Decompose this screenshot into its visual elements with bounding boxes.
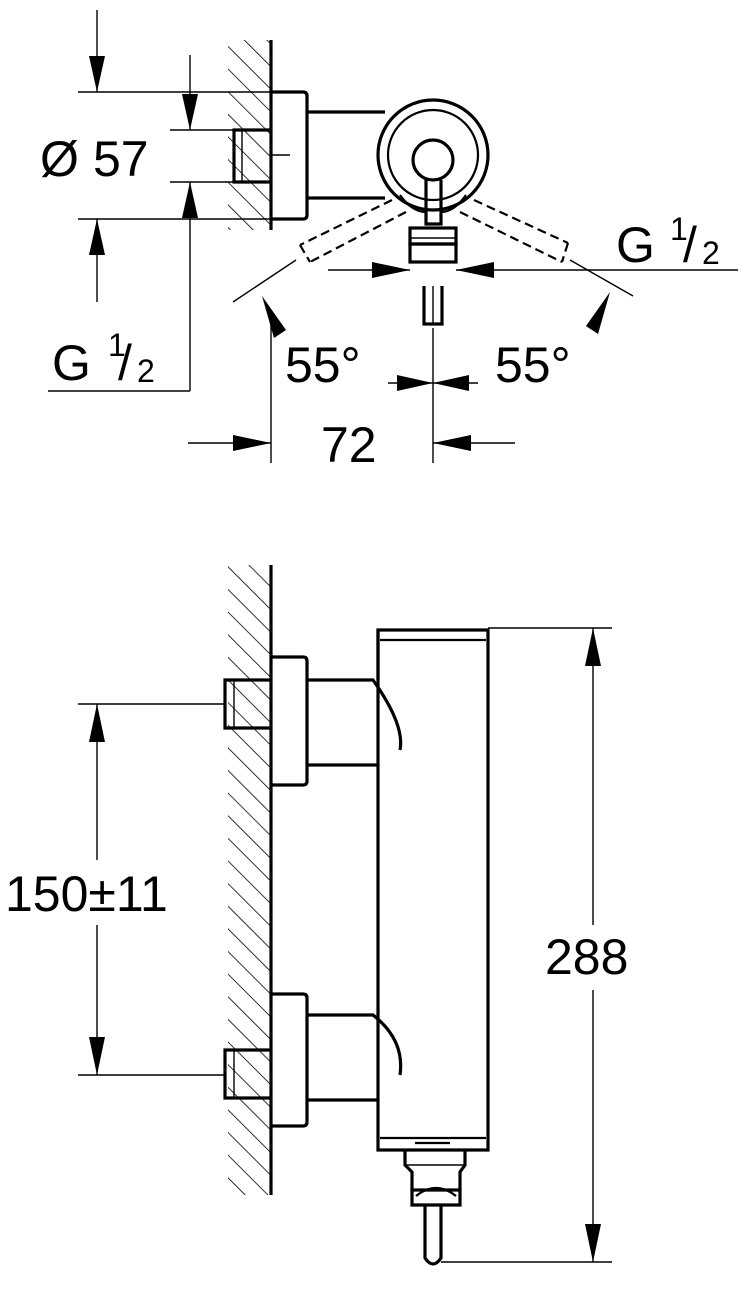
top-view: Ø 57 G 1 / 2 G 1 / 2 5	[40, 10, 738, 473]
rosette-top	[271, 90, 309, 221]
inlet-lower	[223, 992, 403, 1128]
outlet-side	[403, 1150, 467, 1266]
thread-left-slash: /	[118, 335, 132, 391]
handle-swing-right	[459, 198, 570, 263]
height-value: 288	[545, 929, 628, 985]
angle-left-label: 55°	[285, 337, 361, 393]
diameter-symbol: Ø	[40, 131, 79, 187]
dimension-thread-right: G 1 / 2	[328, 211, 738, 278]
dimension-angle-center	[388, 375, 478, 391]
angle-right-label: 55°	[495, 337, 571, 393]
wall-connector-top	[232, 128, 271, 184]
projection-value: 72	[321, 417, 377, 473]
mixer-body-side	[376, 628, 490, 1152]
dimension-thread-left: G 1 / 2	[48, 55, 198, 392]
thread-left-letter: G	[52, 335, 91, 391]
dimension-angle-left: 55°	[262, 296, 361, 393]
dimension-height: 288	[441, 627, 628, 1263]
spout-top	[422, 286, 444, 326]
dimension-inlet-spacing: 150±11	[5, 703, 225, 1076]
thread-left-denominator: 2	[137, 353, 155, 389]
dimension-projection: 72	[188, 312, 515, 473]
side-view: 150±11 288	[5, 565, 628, 1266]
thread-right-denominator: 2	[702, 235, 720, 271]
diameter-value: 57	[93, 131, 149, 187]
thread-left-numerator: 1	[108, 327, 126, 363]
thread-right-slash: /	[683, 217, 697, 273]
angle-ref-line-left	[232, 259, 297, 303]
dimension-diameter: Ø 57	[40, 10, 271, 302]
inlet-spacing-value: 150±11	[5, 866, 168, 922]
dimension-angle-right: 55°	[495, 292, 610, 393]
mixer-body-top	[376, 98, 490, 264]
connection-arm-top	[307, 110, 385, 200]
thread-right-numerator: 1	[670, 211, 688, 247]
angle-ref-line-right	[569, 259, 634, 297]
handle-swing-left	[299, 199, 407, 263]
thread-right-letter: G	[616, 217, 655, 273]
wall-section-side	[228, 565, 273, 1195]
